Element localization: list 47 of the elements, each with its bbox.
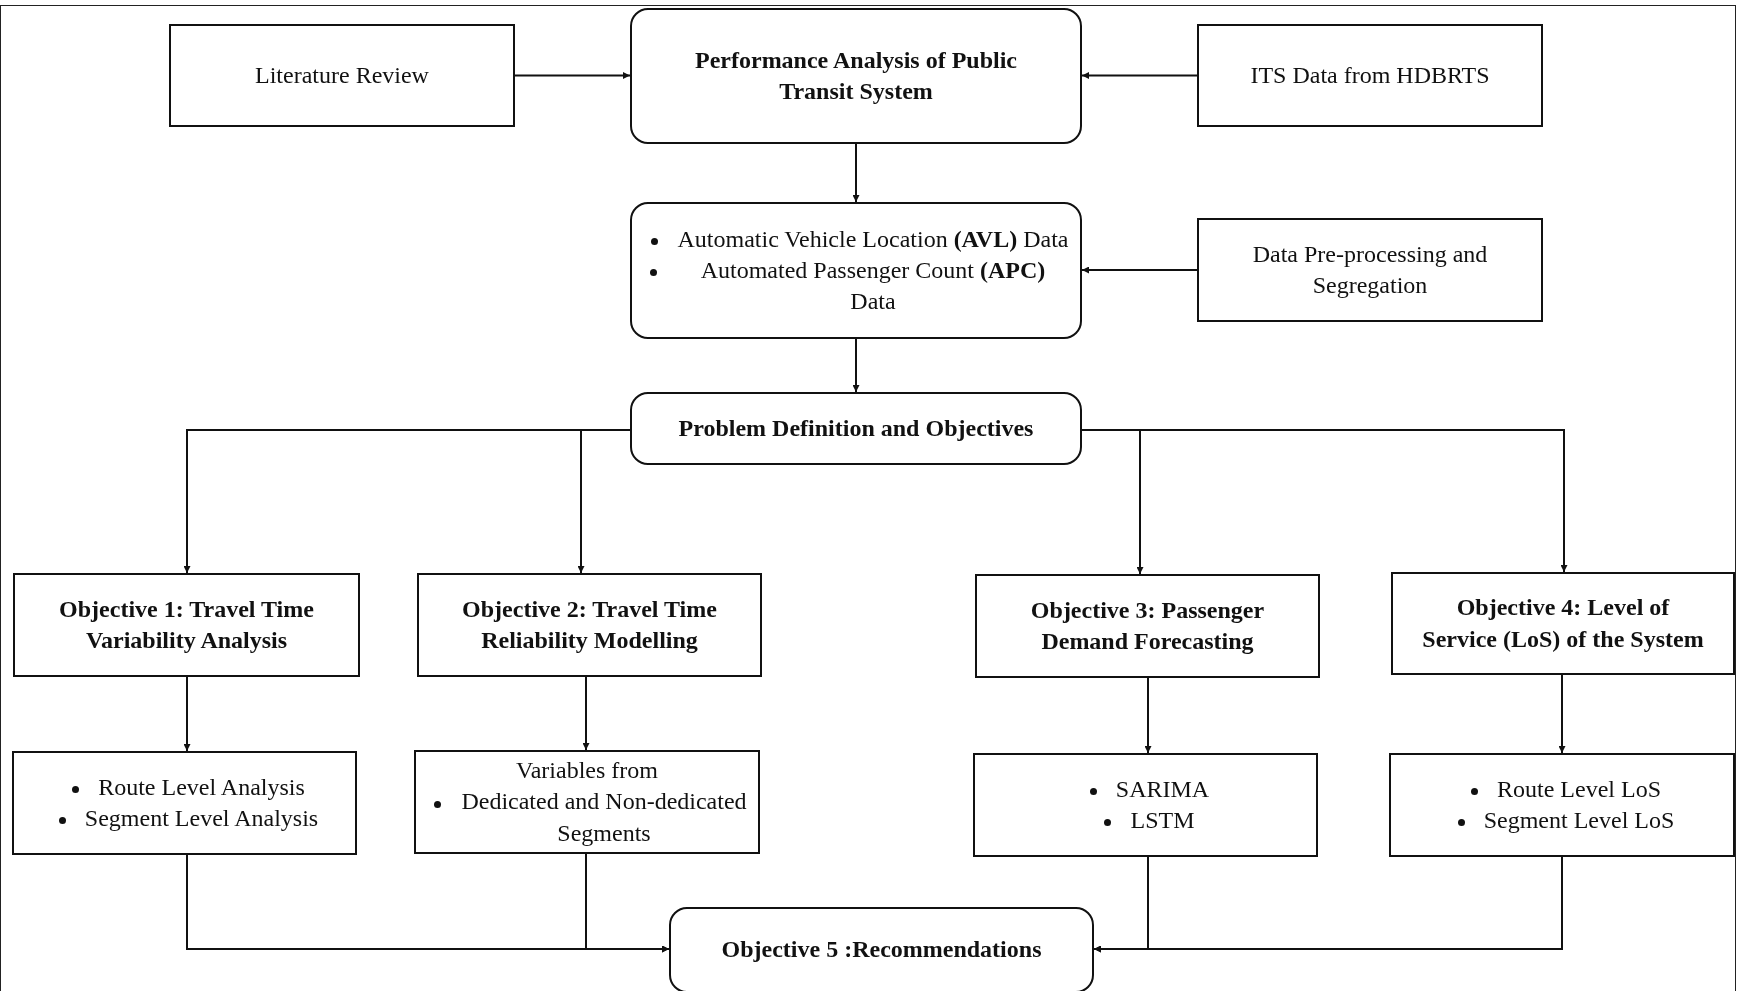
arrow <box>1558 674 1566 754</box>
process-box <box>1391 572 1735 675</box>
process-box <box>12 751 357 855</box>
box-text: Objective 2: Travel Time Reliability Modelling <box>461 594 718 655</box>
bullet-item: Route Level LoS <box>1463 773 1661 805</box>
box-text: Objective 5 :Recommendations <box>721 935 1042 965</box>
bullet-item: SARIMA <box>1081 773 1210 805</box>
arrow <box>514 72 631 79</box>
box-text: Objective 3: Passenger Demand Forecasting <box>1029 595 1266 656</box>
bullet-item: Automated Passenger Count (APC) Data <box>642 254 1070 318</box>
process-box <box>169 24 515 127</box>
arrow <box>852 338 860 393</box>
bullet-item: LSTM <box>1096 805 1195 837</box>
box-text: Objective 4: Level of Service (LoS) of the System <box>1421 593 1705 654</box>
box-text: ITS Data from HDBRTS <box>1250 60 1490 90</box>
arrow <box>577 429 631 574</box>
arrow <box>1081 72 1198 79</box>
bullet-item: Route Level Analysis <box>64 771 305 803</box>
box-text: Data Pre-processing and Segregation <box>1251 239 1489 300</box>
box-text: Problem Definition and Objectives <box>678 413 1034 443</box>
box-text: Objective 1: Travel Time Variability Analysis <box>58 594 315 655</box>
rounded-box <box>630 392 1082 465</box>
rounded-box <box>630 8 1082 144</box>
arrow <box>1144 677 1152 754</box>
process-box <box>973 753 1318 857</box>
arrow <box>1093 856 1563 953</box>
process-box <box>975 574 1320 678</box>
arrow <box>585 853 670 953</box>
bullet-item: Segment Level Analysis <box>50 803 319 835</box>
process-box <box>1389 753 1735 857</box>
process-box <box>414 750 760 854</box>
arrow <box>1081 266 1198 274</box>
bullet-item: Segment Level LoS <box>1449 805 1675 837</box>
box-text: Variables from <box>516 756 658 786</box>
rounded-box <box>630 202 1082 339</box>
arrow <box>183 676 191 752</box>
box-text: Performance Analysis of Public Transit System <box>694 45 1018 106</box>
rounded-box <box>669 907 1094 991</box>
process-box <box>1197 218 1543 322</box>
arrow <box>852 143 860 203</box>
process-box <box>1197 24 1543 127</box>
arrow <box>582 676 590 751</box>
process-box <box>13 573 360 677</box>
bullet-item: Automatic Vehicle Location (AVL) Data <box>643 223 1069 255</box>
box-text: Literature Review <box>255 60 429 90</box>
process-box <box>417 573 762 677</box>
bullet-item: Dedicated and Non-dedicated Segments <box>426 786 748 849</box>
